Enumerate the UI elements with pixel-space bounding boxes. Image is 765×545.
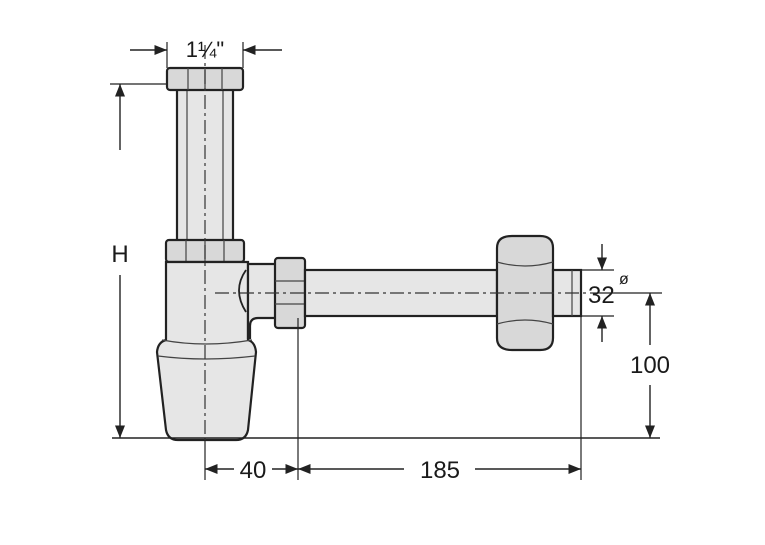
- dim-horizontal: 40 185: [204, 316, 582, 484]
- dim-inlet-size: 1¼": [130, 37, 282, 68]
- offset-right-label: 185: [420, 457, 460, 484]
- height-label: H: [111, 241, 128, 268]
- outlet-height-label: 100: [630, 352, 670, 379]
- diameter-symbol: ø: [619, 271, 629, 288]
- bottle-trap: [155, 66, 583, 442]
- dim-height: H: [110, 83, 167, 438]
- trap-bottle: [155, 260, 258, 442]
- offset-left-label: 40: [240, 457, 267, 484]
- inlet-size-label: 1¼": [186, 37, 224, 62]
- center-lines: [204, 45, 600, 445]
- dim-outlet-height: 100: [600, 292, 670, 438]
- outlet-diameter-label: 32: [588, 282, 615, 309]
- dim-outlet-diameter: 32 ø: [581, 244, 629, 342]
